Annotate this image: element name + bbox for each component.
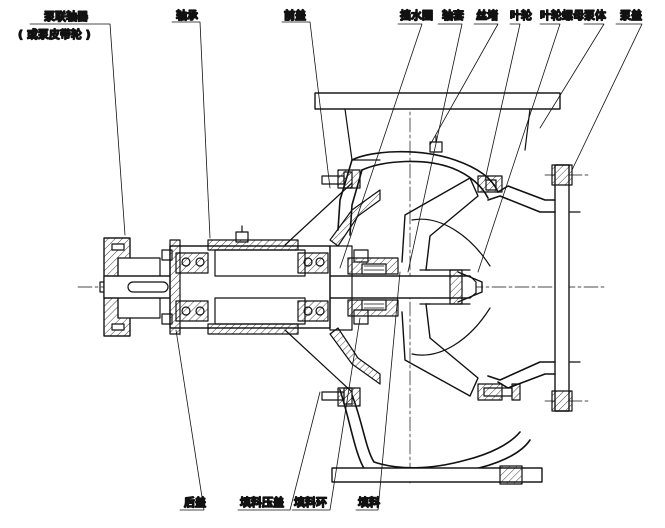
label-packing: 填料 xyxy=(358,495,380,509)
label-coupling: 泵联轴器 xyxy=(44,9,89,23)
label-bearing: 轴承 xyxy=(176,8,199,22)
label-coupling-alt: ( 或泵皮带轮 ) xyxy=(18,27,91,41)
pump-cover xyxy=(477,164,581,412)
label-gland: 填料压盖 xyxy=(240,495,284,509)
part-labels: 泵联轴器 ( 或泵皮带轮 ) 轴承 前盖 挡水圈 轴套 丝堵 叶轮 叶轮螺母 泵… xyxy=(17,7,642,509)
label-packing-ring: 填料环 xyxy=(294,495,327,509)
label-rear-cover: 后盖 xyxy=(184,495,206,509)
label-stud: 丝堵 xyxy=(476,8,498,22)
bearing-housing xyxy=(161,225,331,335)
stuffing-box xyxy=(347,249,431,325)
label-impeller-nut: 叶轮螺母 xyxy=(540,8,584,22)
leader-lines xyxy=(29,21,643,511)
label-impeller: 叶轮 xyxy=(510,8,532,22)
impeller xyxy=(401,177,491,397)
label-shaft-sleeve: 轴套 xyxy=(442,8,465,22)
label-front-cover: 前盖 xyxy=(284,8,306,22)
label-pump-cover: 泵盖 xyxy=(620,8,642,22)
discharge-flange xyxy=(314,92,561,161)
label-water-ring: 挡水圈 xyxy=(400,8,433,22)
label-pump-body: 泵体 xyxy=(584,8,607,22)
